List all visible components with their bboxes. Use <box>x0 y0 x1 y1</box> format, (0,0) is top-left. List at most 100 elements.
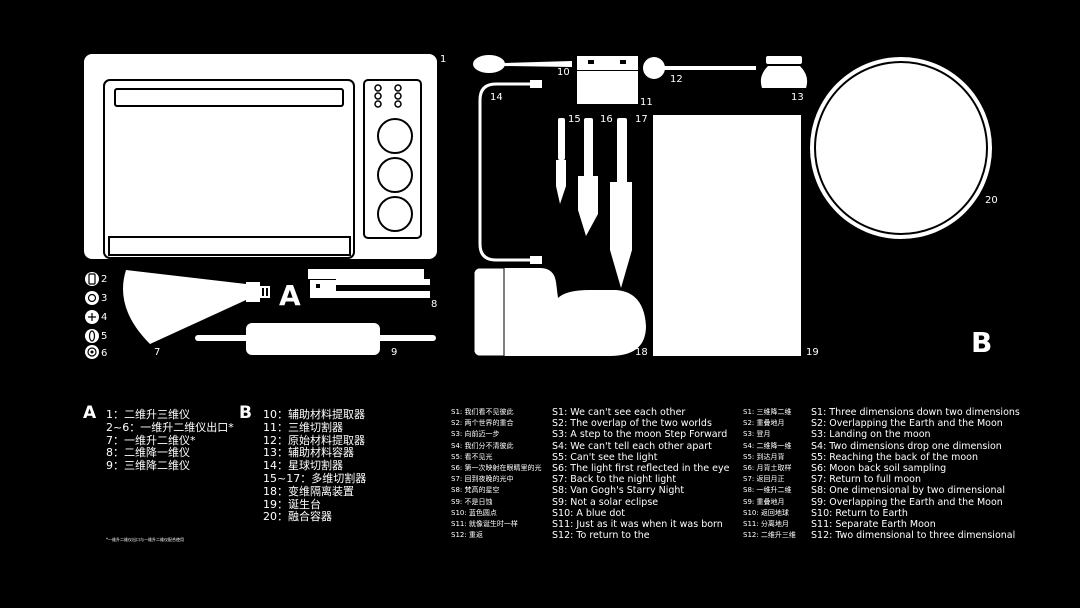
legend-b-item: 10：辅助材料提取器 <box>263 408 365 421</box>
scene-item: S7: Back to the night light <box>552 474 677 486</box>
item-number: 5 <box>101 331 108 342</box>
legend-b-letter: B <box>239 403 252 423</box>
legend-a-letter: A <box>83 403 97 423</box>
item-number: 17 <box>635 114 648 125</box>
legend-b-item: 12：原始材料提取器 <box>263 433 365 447</box>
item-number: 13 <box>791 92 804 103</box>
legend-b-item: 20：融合容器 <box>263 510 332 524</box>
item-number: 8 <box>431 299 438 310</box>
scene-item: S12: 重返 <box>451 531 483 540</box>
scene-item: S5: 看不见光 <box>451 452 493 461</box>
slider-tool-drawing <box>308 269 430 298</box>
legend-b-item: 18：变维隔离装置 <box>263 484 354 498</box>
scene-item: S3: 登月 <box>743 430 771 439</box>
scene-item: S4: 二维降一维 <box>743 441 792 450</box>
scene-item: S7: Return to full moon <box>811 474 921 486</box>
scene-item: S5: Can't see the light <box>552 451 658 463</box>
scene-item: S2: 两个世界的重合 <box>451 419 514 428</box>
outlet-icons <box>85 272 99 359</box>
scene-item: S4: We can't tell each other apart <box>552 440 712 452</box>
scene-item: S6: Moon back soil sampling <box>811 463 947 475</box>
legend-b-item: 15~17：多维切割器 <box>263 471 367 485</box>
legend-a-list: 1：二维升三维仪 2~6：一维升二维仪出口* 7：一维升二维仪* 8：二维降一维… <box>106 408 234 473</box>
legend-a-item: 2~6：一维升二维仪出口* <box>106 420 234 434</box>
scene-item: S1: Three dimensions down two dimensions <box>811 407 1020 418</box>
scene-item: S12: 二维升三维 <box>743 531 796 540</box>
item-number: 9 <box>391 347 398 358</box>
rolling-pin-drawing <box>195 323 436 355</box>
item-number: 12 <box>670 74 683 85</box>
scene-item: S3: A step to the moon Step Forward <box>552 429 728 441</box>
legend-b-item: 19：诞生台 <box>263 497 321 511</box>
legend-a-item: 8：二维降一维仪 <box>106 446 190 460</box>
scene-item: S4: 我们分不清彼此 <box>451 441 514 450</box>
scene-item: S8: 一维升二维 <box>743 486 792 495</box>
scene-item: S10: 蓝色圆点 <box>451 508 497 517</box>
scene-item: S7: 回到夜晚的光中 <box>451 475 514 484</box>
item-number: 11 <box>640 97 653 108</box>
scene-item: S2: 重叠地月 <box>743 419 785 428</box>
item-number: 4 <box>101 312 108 323</box>
scene-item: S3: Landing on the moon <box>811 429 931 441</box>
scene-item: S7: 返回月正 <box>743 475 785 484</box>
scenes-left-cn: S1: 我们看不见彼此 S2: 两个世界的重合 S3: 向前迈一步 S4: 我们… <box>451 407 541 541</box>
scene-item: S11: Just as it was when it was born <box>552 519 723 531</box>
scene-item: S11: 就像诞生时一样 <box>451 520 518 529</box>
section-marker-a: A <box>279 279 301 312</box>
oven-drawing <box>84 54 437 259</box>
ball-extractor-drawing <box>643 57 756 79</box>
legend-b-item: 14：星球切割器 <box>263 459 343 473</box>
scenes-right-en: S1: Three dimensions down two dimensions… <box>811 407 1020 541</box>
scene-item: S12: Two dimensional to three dimensiona… <box>811 530 1016 542</box>
scene-item: S11: 分离地月 <box>743 520 789 529</box>
scene-item: S9: 不是日蚀 <box>451 497 493 506</box>
item-number: 18 <box>635 347 648 358</box>
scene-item: S12: To return to the <box>552 530 650 542</box>
scene-item: S6: The light first reflected in the eye <box>552 463 730 475</box>
scraper-drawing <box>577 56 638 104</box>
item-number: 19 <box>806 347 819 358</box>
scenes-right-cn: S1: 三维降二维 S2: 重叠地月 S3: 登月 S4: 二维降一维 S5: … <box>743 407 796 541</box>
scene-item: S1: We can't see each other <box>552 407 686 418</box>
scene-item: S9: Not a solar eclipse <box>552 496 659 508</box>
scene-item: S10: 返回地球 <box>743 508 789 517</box>
legend-b-item: 13：辅助材料容器 <box>263 446 354 460</box>
scene-item: S9: Overlapping the Earth and the Moon <box>811 496 1003 508</box>
scene-item: S8: One dimensional by two dimensional <box>811 485 1006 497</box>
jar-drawing <box>760 56 808 88</box>
scene-item: S11: Separate Earth Moon <box>811 519 936 531</box>
item-number: 15 <box>568 114 581 125</box>
legend-a-item: 1：二维升三维仪 <box>106 408 190 421</box>
legend-a-item: 9：三维降二维仪 <box>106 459 190 473</box>
scene-item: S8: 梵高的星空 <box>451 486 500 495</box>
item-number: 6 <box>101 348 108 359</box>
item-number: 3 <box>101 293 108 304</box>
board-drawing <box>653 115 801 356</box>
scene-item: S2: Overlapping the Earth and the Moon <box>811 418 1003 430</box>
item-number: 16 <box>600 114 613 125</box>
scene-item: S6: 第一次映射在眼睛里的光 <box>451 464 542 473</box>
plate-drawing <box>810 57 992 239</box>
item-number: 14 <box>490 92 503 103</box>
wire-cutter-drawing <box>478 80 542 264</box>
scene-item: S10: Return to Earth <box>811 507 908 519</box>
footnote: *一维升二维仪出口与一维升二维仪配合使用 <box>106 537 184 542</box>
item-number: 2 <box>101 274 108 285</box>
item-number: 7 <box>154 347 161 358</box>
scene-item: S8: Van Gogh's Starry Night <box>552 485 685 497</box>
oven-mitt-drawing <box>473 267 646 357</box>
scene-item: S5: 到达月背 <box>743 452 785 461</box>
legend-b-list: 10：辅助材料提取器 11：三维切割器 12：原始材料提取器 13：辅助材料容器… <box>263 408 367 524</box>
item-number: 20 <box>985 195 998 206</box>
legend-a-item: 7：一维升二维仪* <box>106 433 196 447</box>
scene-item: S6: 月背土取样 <box>743 464 792 473</box>
scene-item: S4: Two dimensions drop one dimension <box>811 440 1002 452</box>
spoon-drawing <box>473 55 572 73</box>
scenes-left-en: S1: We can't see each other S2: The over… <box>552 407 729 541</box>
item-number: 10 <box>557 67 570 78</box>
scene-item: S9: 重叠地月 <box>743 497 785 506</box>
projector-drawing <box>123 270 270 344</box>
scene-item: S2: The overlap of the two worlds <box>552 418 712 430</box>
scene-item: S10: A blue dot <box>552 507 625 519</box>
